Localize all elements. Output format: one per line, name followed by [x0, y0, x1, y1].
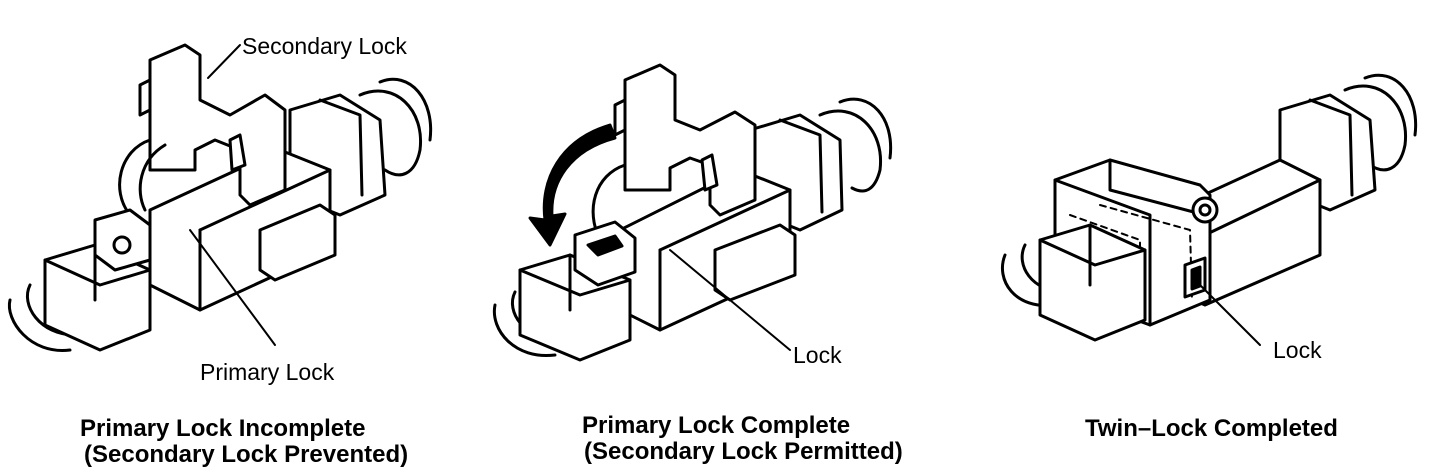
panel-1-caption-line1: Primary Lock Incomplete: [80, 415, 366, 442]
panel-primary-lock-complete: Lock Primary Lock Complete (Secondary Lo…: [480, 0, 960, 474]
connector-illustration-3: [1000, 73, 1418, 346]
panel-2-caption: Primary Lock Complete (Secondary Lock Pe…: [582, 413, 903, 465]
panel-1-caption-line2: (Secondary Lock Prevented): [84, 441, 409, 468]
rotation-arrow-icon: [528, 123, 617, 247]
panel-2-caption-line1: Primary Lock Complete: [582, 412, 851, 439]
connector-illustration-2: [492, 63, 893, 362]
secondary-lock-label: Secondary Lock: [242, 33, 407, 59]
panel-1-caption: Primary Lock Incomplete (Secondary Lock …: [80, 416, 408, 468]
panel-twin-lock-completed: Lock Twin–Lock Completed: [960, 0, 1440, 474]
primary-lock-label: Primary Lock: [200, 359, 335, 385]
panel-primary-lock-incomplete: Secondary Lock Primary Lock Primary Lock…: [0, 0, 480, 474]
panel-2-caption-line2: (Secondary Lock Permitted): [584, 438, 903, 465]
panel-3-caption-line1: Twin–Lock Completed: [1085, 415, 1338, 442]
connector-illustration-1: [7, 43, 433, 352]
lock-label-3: Lock: [1273, 337, 1322, 363]
lock-label-2: Lock: [793, 342, 842, 368]
panel-3-caption: Twin–Lock Completed: [1085, 416, 1338, 442]
